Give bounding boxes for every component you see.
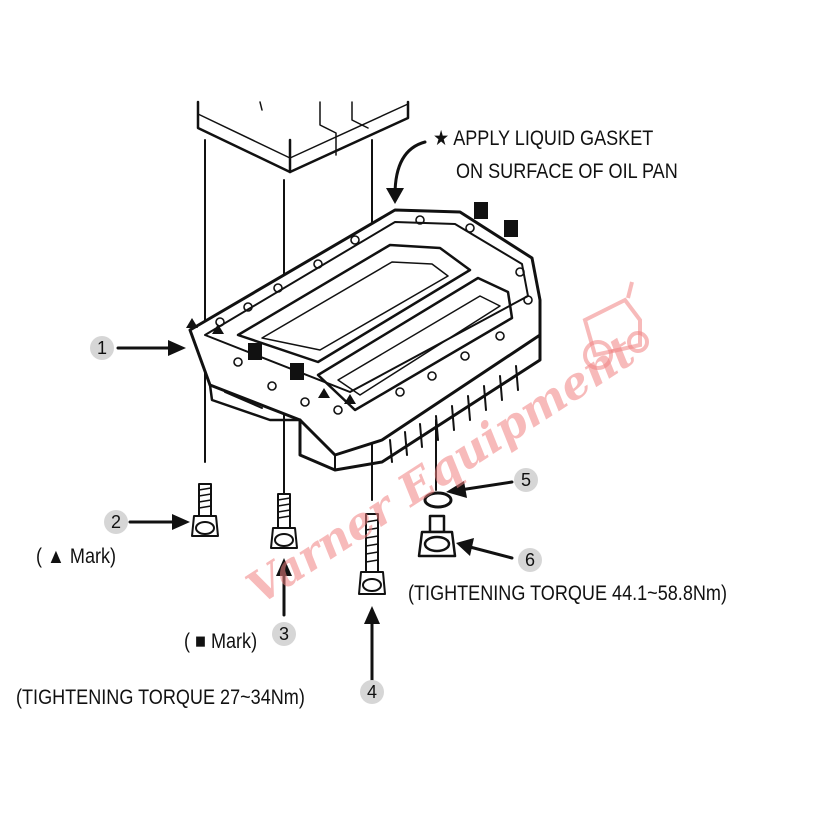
callout-number-2: 2 <box>104 510 128 534</box>
callout-number-1: 1 <box>90 336 114 360</box>
bolt-3 <box>270 493 298 549</box>
drain-plug-6 <box>417 514 457 558</box>
triangle-mark-icon <box>318 388 330 398</box>
square-mark-label: ( ■ Mark) <box>184 630 258 653</box>
bolt-4 <box>358 513 386 595</box>
square-mark-icon <box>504 220 518 237</box>
oil-pan <box>188 208 542 472</box>
triangle-mark-icon <box>186 318 198 328</box>
callout-arrow-5 <box>458 480 514 492</box>
square-mark-icon <box>474 202 488 219</box>
triangle-mark-label: ( ▲ Mark) <box>36 545 117 568</box>
square-mark-icon <box>290 363 304 380</box>
torque-bolts-label: (TIGHTENING TORQUE 27~34Nm) <box>16 686 305 709</box>
callout-number-5: 5 <box>514 468 538 492</box>
washer-5 <box>423 491 453 509</box>
triangle-mark-icon <box>344 394 356 404</box>
torque-drain-plug-label: (TIGHTENING TORQUE 44.1~58.8Nm) <box>408 582 727 605</box>
gasket-note-line1: ★ APPLY LIQUID GASKET <box>433 127 654 150</box>
flange-marks <box>186 202 518 404</box>
tractor-watermark-icon <box>582 281 649 370</box>
callout-number-4: 4 <box>360 680 384 704</box>
gasket-arrow <box>393 140 427 197</box>
engine-block-fragment <box>196 100 410 174</box>
callout-number-6: 6 <box>518 548 542 572</box>
gasket-note-line2: ON SURFACE OF OIL PAN <box>456 160 678 183</box>
square-mark-icon <box>248 343 262 360</box>
bolt-2 <box>191 483 219 537</box>
callout-arrow-6 <box>468 545 514 560</box>
triangle-mark-icon <box>212 324 224 334</box>
callout-number-3: 3 <box>272 622 296 646</box>
